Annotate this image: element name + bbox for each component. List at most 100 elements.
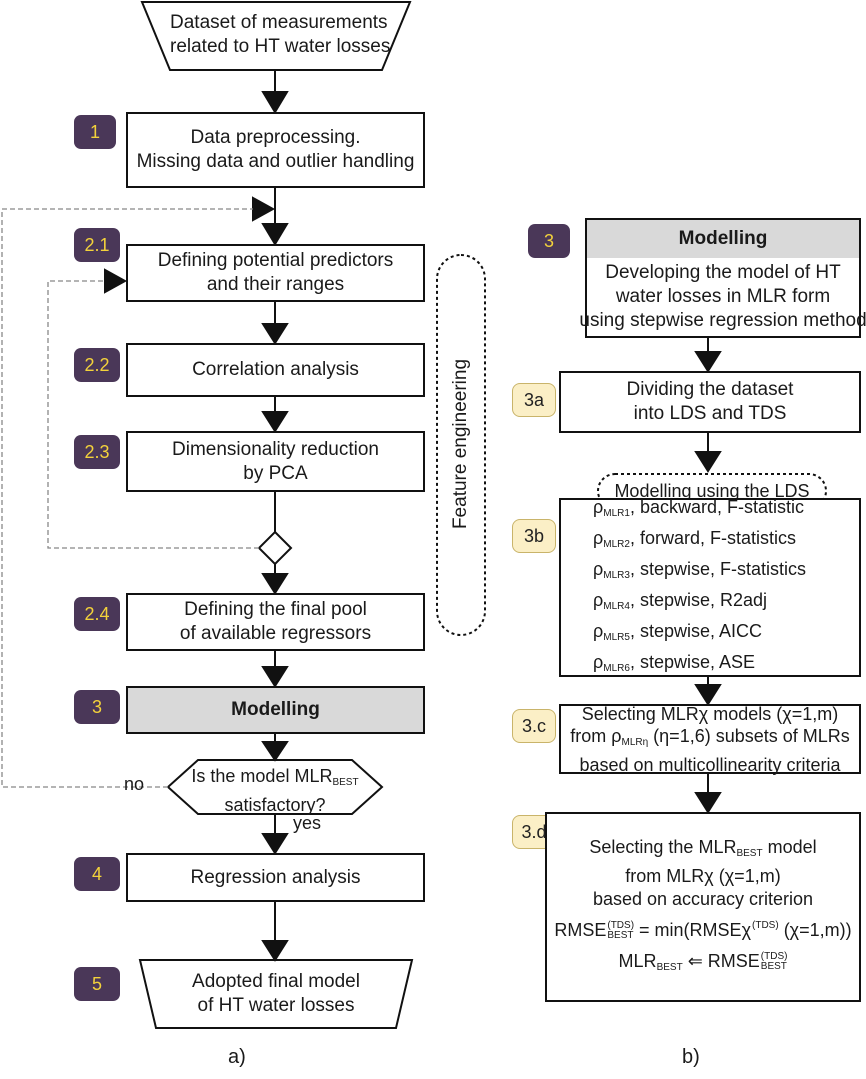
step-2-4-line2: of available regressors — [179, 623, 372, 644]
step-3a-line2: into LDS and TDS — [633, 403, 787, 424]
caption-b: b) — [682, 1046, 700, 1068]
rho-text: , forward, F-statistics — [629, 527, 796, 548]
outer-feedback-loop — [1, 208, 253, 788]
arrowhead — [261, 741, 289, 762]
step-badge-1: 1 — [74, 115, 116, 149]
step-3c-line1: Selecting MLRχ models (χ=1,m) — [581, 703, 839, 724]
arrowhead — [261, 573, 289, 595]
step-3d-line3: based on accuracy criterion — [592, 888, 814, 909]
end-line1: Adopted final model — [192, 971, 360, 992]
arrowhead — [261, 223, 289, 246]
step-2-3-box: Dimensionality reduction by PCA — [126, 431, 425, 492]
rho-subscript: MLR1 — [603, 507, 630, 519]
step-1-box: Data preprocessing. Missing data and out… — [126, 112, 425, 188]
badge-3a: 3a — [512, 383, 556, 417]
step-3d-box: Selecting the MLRBEST model from MLRχ (χ… — [545, 812, 861, 1002]
rho-text: , stepwise, R2adj — [629, 589, 768, 610]
step-1-line1: Data preprocessing. — [190, 127, 361, 148]
arrowhead — [261, 91, 289, 114]
badge-3b: 3b — [512, 519, 556, 553]
loop-arrowhead-top — [252, 196, 276, 222]
step-2-1-box: Defining potential predictors and their … — [126, 244, 425, 302]
rho-subscript: MLR5 — [603, 631, 630, 643]
start-node-shape — [140, 1, 412, 71]
step-3c-line2: from ρMLRη (η=1,6) subsets of MLRs — [570, 725, 850, 748]
rho-item: ρMLR6, stepwise, ASE — [593, 650, 806, 681]
step-2-3-line2: by PCA — [243, 462, 308, 484]
arrowhead — [261, 323, 289, 345]
badge-3c: 3.c — [512, 709, 556, 743]
step-badge-2-2: 2.2 — [74, 348, 120, 382]
right-m-line1: Developing the model of HT — [605, 262, 841, 283]
feature-engineering-frame — [436, 254, 486, 636]
step-2-2-box: Correlation analysis — [126, 343, 425, 397]
end-line2: of HT water losses — [197, 995, 355, 1016]
end-node-shape — [138, 959, 414, 1029]
step-2-1-line2: and their ranges — [206, 274, 345, 295]
step-4-box: Regression analysis — [126, 853, 425, 902]
rho-subscript: MLR4 — [603, 600, 630, 612]
rho-item: ρMLR4, stepwise, R2adj — [593, 588, 806, 619]
rho-symbol: ρ — [593, 496, 604, 517]
rho-item: ρMLR5, stepwise, AICC — [593, 619, 806, 650]
arrowhead — [261, 411, 289, 433]
start-node: Dataset of measurements related to HT wa… — [170, 11, 391, 59]
step-3a-line1: Dividing the dataset — [626, 379, 794, 400]
rho-subscript: MLR6 — [603, 662, 630, 674]
arrowhead — [694, 684, 722, 706]
right-modelling-title: Modelling — [678, 228, 768, 249]
no-label: no — [124, 774, 145, 794]
step-3d-line1: Selecting the MLRBEST model — [589, 836, 817, 859]
loop-arrowhead-inner — [104, 268, 128, 294]
step-badge-5: 5 — [74, 967, 120, 1001]
step-3a-box: Dividing the dataset into LDS and TDS — [559, 371, 861, 433]
rmse-formula: RMSE(TDS)BEST = min(RMSEχ(TDS) (χ=1,m)) — [554, 919, 852, 941]
rho-item: ρMLR3, stepwise, F-statistics — [593, 557, 806, 588]
rho-symbol: ρ — [593, 620, 604, 641]
yes-label: yes — [293, 813, 322, 833]
modelling-title: Modelling — [231, 699, 320, 720]
rho-text: , stepwise, ASE — [629, 651, 755, 672]
step-badge-4: 4 — [74, 857, 120, 891]
step-3c-line3: based on multicollinearity criteria — [579, 754, 841, 775]
arrowhead — [261, 666, 289, 688]
step-badge-2-3: 2.3 — [74, 435, 120, 469]
inner-feedback-loop — [47, 280, 259, 549]
rho-subscript: MLR3 — [603, 569, 630, 581]
step-1-line2: Missing data and outlier handling — [136, 151, 415, 172]
arrowhead — [694, 451, 722, 473]
decision-node: Is the model MLRBEST satisfactory? — [186, 765, 364, 816]
right-modelling-desc: Developing the model of HT water losses … — [579, 258, 866, 338]
right-badge-3: 3 — [528, 224, 570, 258]
end-node: Adopted final model of HT water losses — [160, 970, 392, 1018]
step-2-2-line1: Correlation analysis — [192, 359, 359, 380]
rho-symbol: ρ — [593, 558, 604, 579]
step-4-line1: Regression analysis — [190, 866, 361, 888]
feature-engineering-label: Feature engineering — [450, 358, 471, 530]
merge-diamond — [257, 530, 293, 566]
step-2-3-line1: Dimensionality reduction — [172, 438, 379, 460]
start-line2: related to HT water losses — [170, 36, 391, 57]
decision-line2: satisfactory? — [224, 795, 326, 815]
rho-item: ρMLR2, forward, F-statistics — [593, 526, 806, 557]
decision-shape — [166, 759, 384, 815]
rho-text: , stepwise, AICC — [629, 620, 762, 641]
lds-label: Modelling using the LDS — [614, 481, 810, 501]
step-2-1-line1: Defining potential predictors — [157, 250, 394, 271]
arrowhead — [694, 351, 722, 373]
rho-item: ρMLR1, backward, F-statistic — [593, 495, 806, 526]
caption-a: a) — [228, 1046, 246, 1068]
arrowhead — [694, 792, 722, 814]
rho-text: , backward, F-statistic — [629, 496, 804, 517]
step-badge-2-4: 2.4 — [74, 597, 120, 631]
rho-subscript: MLR2 — [603, 538, 630, 550]
rho-text: , stepwise, F-statistics — [629, 558, 806, 579]
rho-symbol: ρ — [593, 527, 604, 548]
mlr-best-formula: MLRBEST ⇐ RMSE(TDS)BEST — [618, 950, 788, 973]
modelling-box: Modelling — [126, 686, 425, 734]
step-badge-3: 3 — [74, 690, 120, 724]
right-m-line3: using stepwise regression method — [579, 310, 866, 331]
